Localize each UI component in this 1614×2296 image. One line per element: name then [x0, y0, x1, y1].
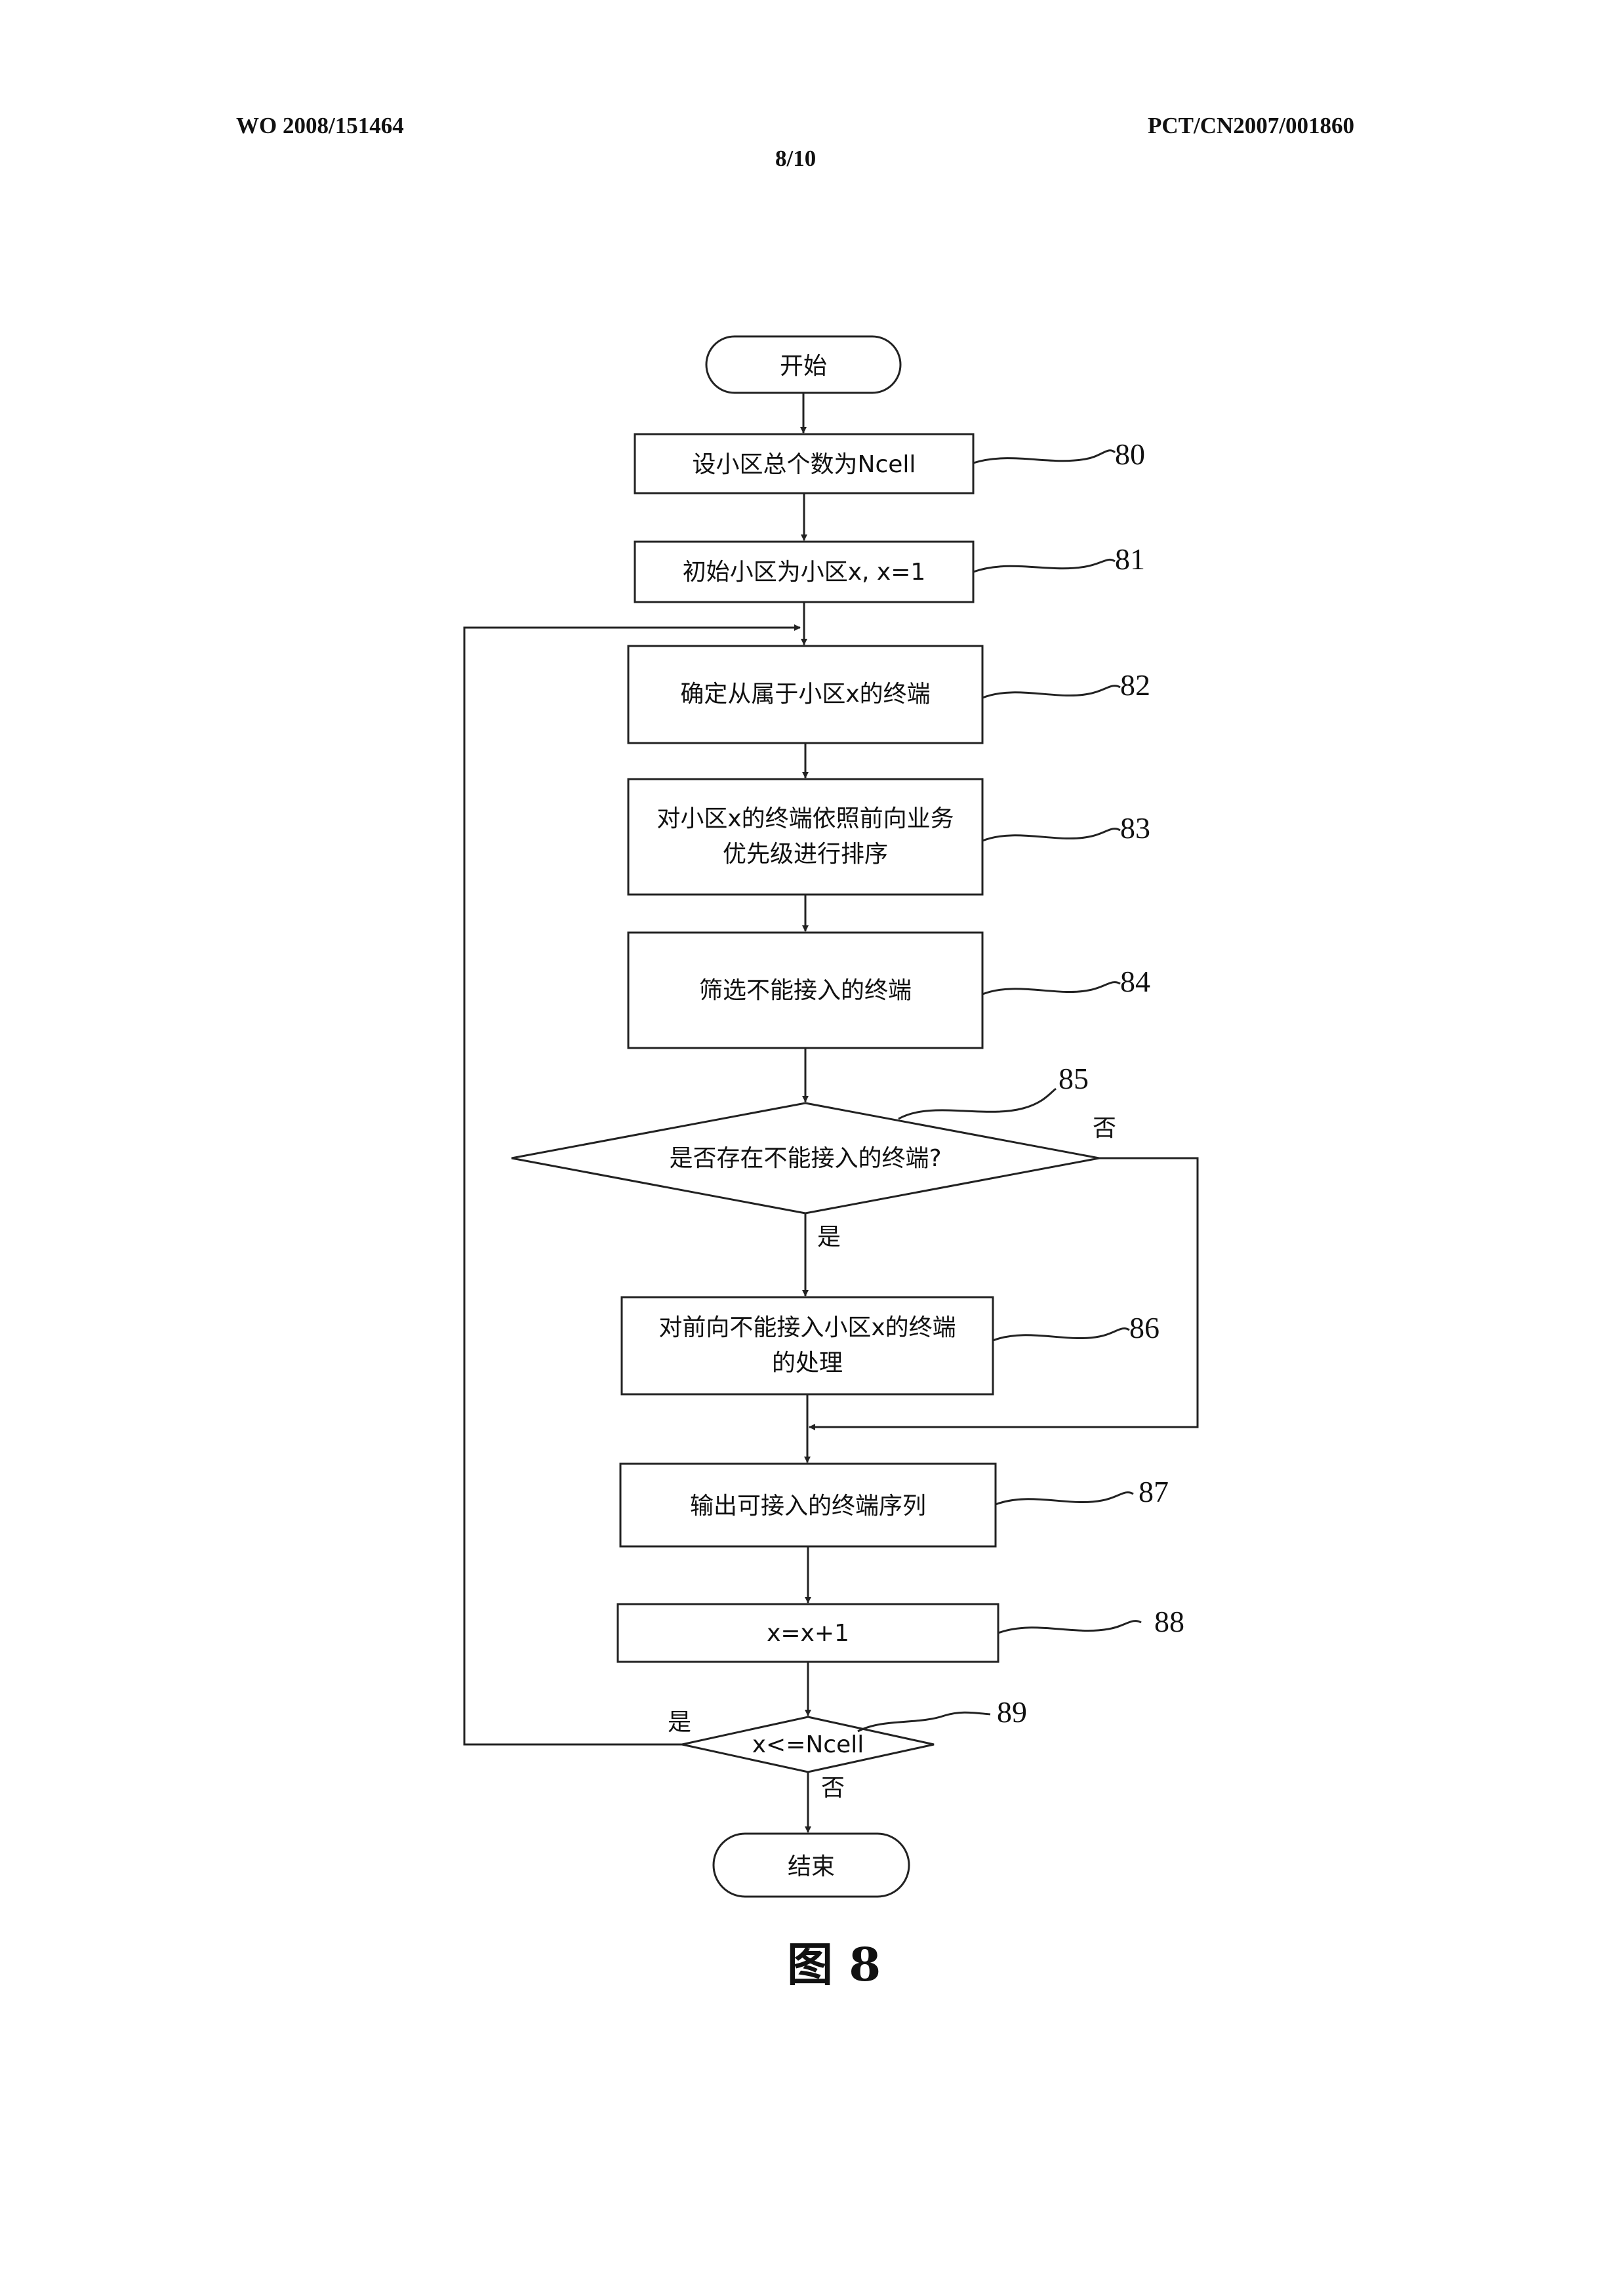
step-81-leader	[973, 559, 1115, 572]
step-83-box	[628, 779, 982, 895]
figure-caption: 图 8	[787, 1928, 881, 1994]
step-84-ref: 84	[1120, 965, 1150, 998]
step-83-ref: 83	[1120, 811, 1150, 845]
step-88-leader	[998, 1621, 1141, 1633]
step-87-label: 输出可接入的终端序列	[690, 1493, 926, 1520]
decision-89-label: x<=Ncell	[752, 1731, 864, 1758]
step-84-label: 筛选不能接入的终端	[699, 977, 912, 1004]
step-87-leader	[996, 1493, 1133, 1504]
step-86-label-line1: 对前向不能接入小区x的终端	[658, 1314, 956, 1341]
decision-89-ref: 89	[997, 1695, 1027, 1729]
step-86-box	[622, 1297, 993, 1394]
step-88-label: x=x+1	[767, 1620, 849, 1647]
decision-89-yes-label: 是	[668, 1709, 691, 1736]
step-86-ref: 86	[1129, 1311, 1160, 1344]
step-80-leader	[973, 451, 1115, 463]
decision-89-no-label: 否	[821, 1775, 845, 1802]
start-label: 开始	[780, 353, 827, 380]
step-81-ref: 81	[1115, 542, 1145, 576]
decision-85-leader	[898, 1089, 1056, 1119]
step-83-label-line2: 优先级进行排序	[723, 841, 888, 868]
step-86-label-line2: 的处理	[772, 1350, 843, 1377]
step-88-ref: 88	[1154, 1605, 1184, 1638]
decision-89-leader	[858, 1712, 990, 1731]
step-87-ref: 87	[1139, 1475, 1169, 1508]
decision-85-no-label: 否	[1093, 1115, 1116, 1142]
step-83-leader	[982, 829, 1120, 841]
decision-85-yes-label: 是	[817, 1224, 841, 1251]
decision-85-label: 是否存在不能接入的终端?	[669, 1145, 941, 1172]
step-82-label: 确定从属于小区x的终端	[680, 681, 930, 708]
end-label: 结束	[788, 1853, 835, 1880]
step-86-leader	[993, 1329, 1129, 1340]
step-83-label-line1: 对小区x的终端依照前向业务	[656, 805, 954, 832]
step-82-ref: 82	[1120, 668, 1150, 702]
decision-85-ref: 85	[1059, 1062, 1089, 1095]
step-84-leader	[982, 982, 1120, 994]
step-80-ref: 80	[1115, 437, 1145, 471]
step-81-label: 初始小区为小区x, x=1	[683, 559, 926, 586]
step-80-label: 设小区总个数为Ncell	[693, 451, 916, 478]
step-82-leader	[982, 686, 1120, 698]
